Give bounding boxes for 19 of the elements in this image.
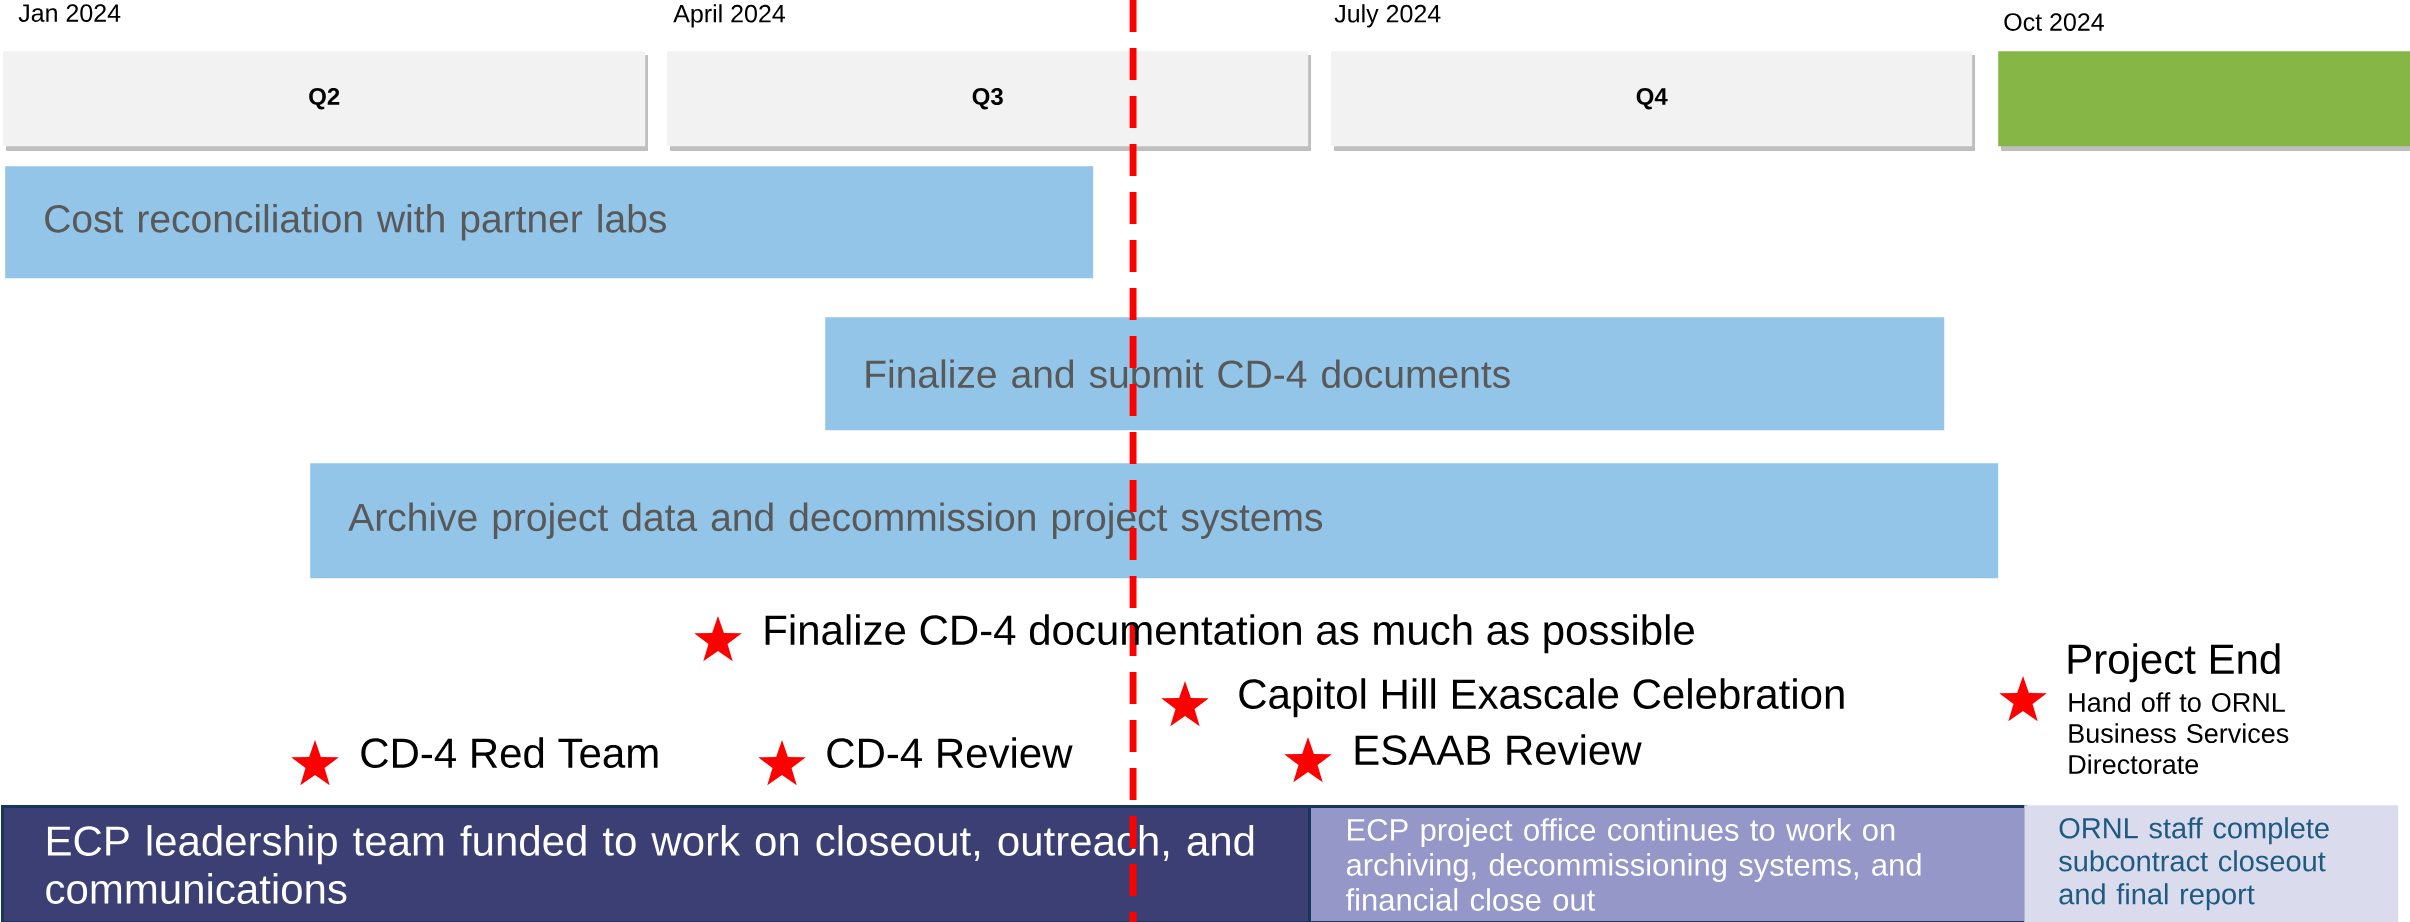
quarter-box: Q4 — [1331, 51, 1975, 151]
task-bar: Archive project data and decommission project systems — [310, 463, 1999, 579]
date-label: Oct 2024 — [2004, 13, 2104, 31]
milestone-label: Project End — [2068, 643, 2280, 683]
milestone-note: Hand off to ORNL Business Services Directorate — [2069, 692, 2289, 775]
milestone-label: ESAAB Review — [1355, 734, 1642, 766]
milestone-label: CD-4 Review — [827, 737, 1073, 769]
milestone-label: CD-4 Red Team — [361, 737, 658, 769]
date-label: July 2024 — [1334, 4, 1441, 28]
quarter-box — [1998, 51, 2410, 151]
date-label: April 2024 — [673, 4, 785, 28]
task-bar: Cost reconciliation with partner labs — [5, 166, 1094, 279]
phase-band: ORNL staff complete subcontract closeout and final report — [2024, 805, 2399, 922]
phase-band: ECP project office continues to work on archiving, decommissioning systems, and financial close out — [1308, 805, 2027, 922]
quarter-box: Q2 — [3, 51, 648, 151]
quarter-box: Q3 — [667, 51, 1311, 151]
date-label: Jan 2024 — [18, 4, 121, 22]
milestone-label: Capitol Hill Exascale Celebration — [1239, 678, 1844, 718]
phase-band: ECP leadership team funded to work on closeout, outreach, and communications — [1, 805, 1311, 922]
